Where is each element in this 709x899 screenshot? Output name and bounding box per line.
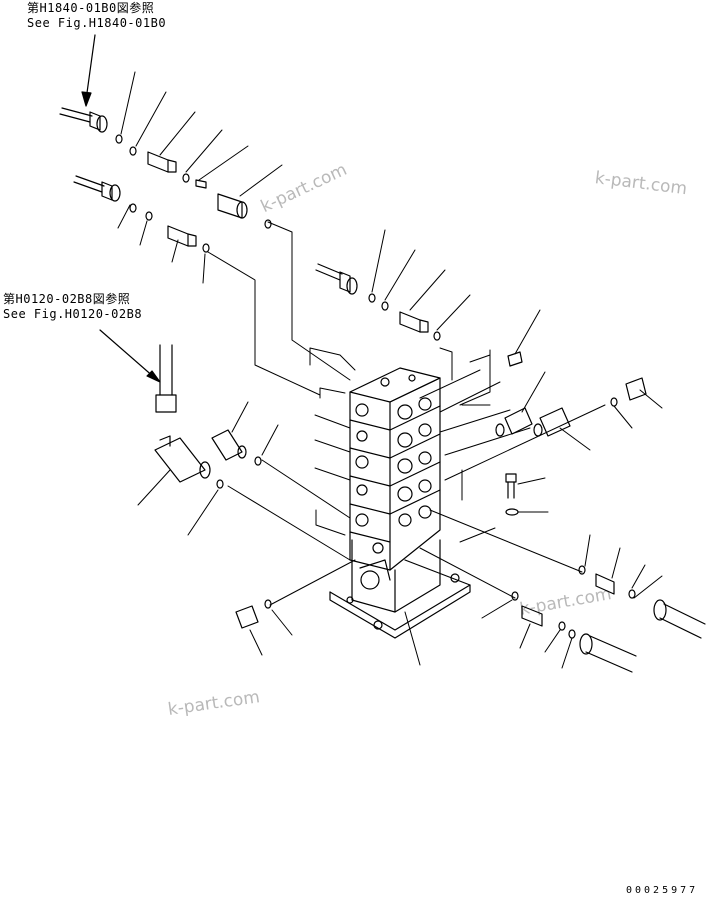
hose-upper-left-2 (73, 175, 121, 202)
bolt-right (505, 473, 519, 516)
leader-lines (207, 221, 606, 606)
reference-2-en: See Fig.H0120-02B8 (3, 307, 143, 321)
swivel-elbow-left (154, 435, 224, 489)
hose-right-1 (595, 573, 706, 639)
reference-1-en: See Fig.H1840-01B0 (27, 16, 167, 30)
callout-leaders-upper (117, 71, 471, 331)
adapter-fittings-upper (147, 151, 248, 247)
hose-upper-left-1 (59, 107, 108, 133)
reference-arrow-2 (99, 329, 161, 383)
reference-label-1: 第H1840-01B0図参照 See Fig.H1840-01B0 (27, 1, 166, 31)
pipe-left (155, 344, 177, 413)
reference-1-jp: 第H1840-01B0図参照 (27, 1, 155, 15)
elbow-fitting-left (211, 429, 262, 466)
hose-right-2 (511, 565, 637, 673)
solenoid-valves-right (495, 351, 647, 437)
mounting-bracket (329, 539, 471, 639)
orings-upper (115, 134, 441, 341)
reference-label-2: 第H0120-02B8図参照 See Fig.H0120-02B8 (3, 292, 142, 322)
document-number: 00025977 (626, 885, 699, 896)
callout-leaders-left (137, 401, 421, 666)
hose-upper-middle (315, 263, 429, 333)
control-valve-body (349, 367, 441, 571)
callout-leaders-right (481, 309, 663, 669)
plug-lower-left (235, 599, 272, 629)
reference-arrow-1 (81, 34, 96, 107)
reference-2-jp: 第H0120-02B8図参照 (3, 292, 131, 306)
